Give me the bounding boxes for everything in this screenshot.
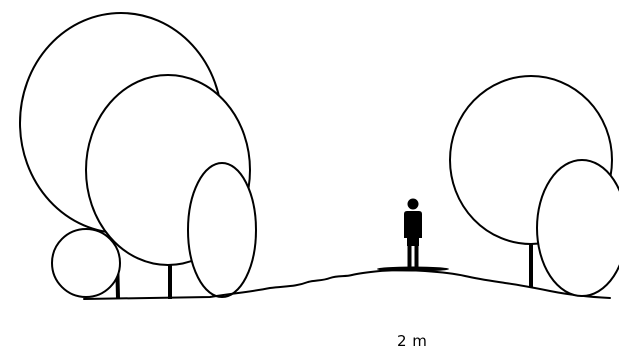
person-head [408,199,419,210]
person-torso [404,211,422,246]
person-leg-left [408,244,412,268]
tree-group-right [450,76,619,296]
scale-label: 2 m [397,332,427,350]
shrub-small-left [52,229,120,297]
person-scale-figure [377,199,449,272]
person-shadow [377,267,449,272]
tree-crown-oval-right [537,160,619,296]
tree-crown-oval-left [188,163,256,297]
tree-group-left [20,13,256,299]
person-leg-right [415,244,419,268]
